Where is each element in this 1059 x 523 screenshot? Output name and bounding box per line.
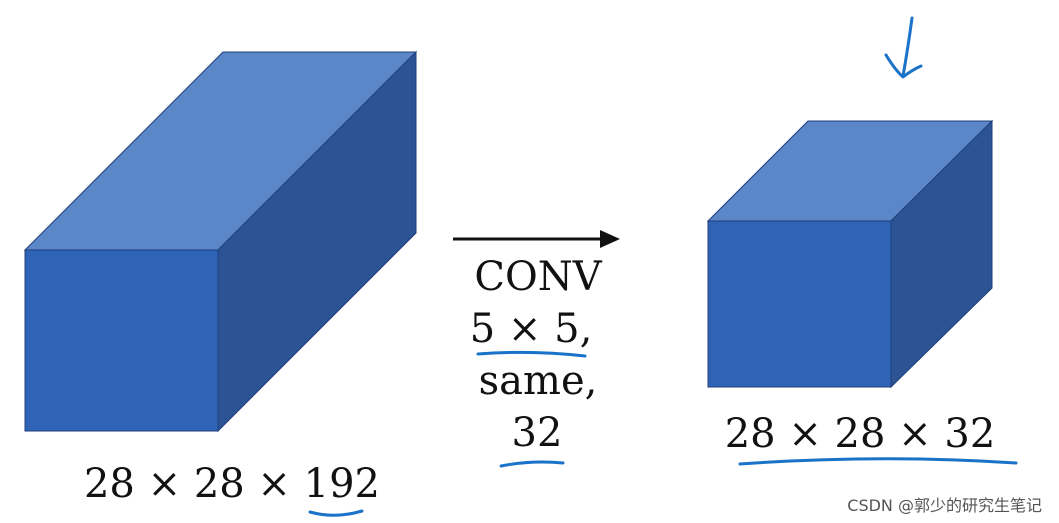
watermark: CSDN @郭少的研究生笔记 <box>847 496 1042 515</box>
conv-filter-count: 32 <box>512 410 563 456</box>
conv-filter-size: 5 × 5, <box>470 306 593 352</box>
output-volume <box>706 119 994 389</box>
output-volume-front-face <box>707 220 892 388</box>
input-underline-annotation <box>308 509 364 517</box>
input-dims-label: 28 × 28 × 192 <box>84 461 380 507</box>
conv-operation-label: CONV 5 × 5, same, 32 <box>470 254 603 456</box>
input-volume-front-face <box>24 249 219 432</box>
input-volume <box>23 50 418 433</box>
filter-count-underline-annotation <box>499 460 565 468</box>
output-dims-label: 28 × 28 × 32 <box>725 411 996 457</box>
down-arrow-annotation <box>884 16 923 79</box>
conv-title: CONV <box>474 254 602 300</box>
filter-size-underline-annotation <box>476 350 587 358</box>
conv-arrow <box>453 230 620 248</box>
output-underline-annotation <box>738 457 1018 466</box>
conv-padding: same, <box>479 358 598 404</box>
